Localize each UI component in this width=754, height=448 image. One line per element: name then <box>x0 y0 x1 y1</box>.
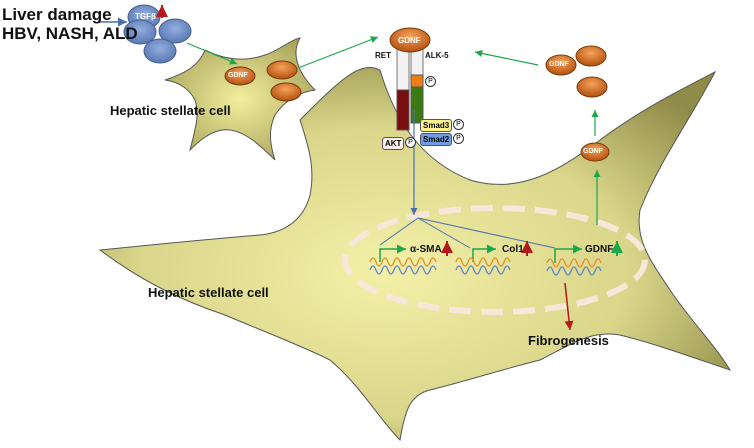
tgfb-label: TGFβ <box>135 12 156 21</box>
ret-receptor <box>396 44 410 131</box>
gene-col1-label: Col1 <box>502 244 524 255</box>
smad3-box: Smad3 <box>420 119 453 132</box>
small-cell-gdnf <box>224 60 302 102</box>
alk5-label: ALK-5 <box>425 51 449 60</box>
cluster-gdnf-label: GDNF <box>549 61 569 68</box>
secreted-gdnf-label: GDNF <box>583 148 603 155</box>
fibrogenesis-arrow <box>564 282 574 331</box>
cell-to-receptor-arrow <box>297 36 379 69</box>
col1-promoter-arrow <box>472 244 496 262</box>
smad3-phospho: P <box>453 119 464 130</box>
large-hepatic-stellate-cell <box>98 66 732 442</box>
causes-label: HBV, NASH, ALD <box>2 24 138 43</box>
ret-label: RET <box>375 51 391 60</box>
dna-col1 <box>455 257 511 275</box>
branch-col1 <box>417 217 471 249</box>
branch-asma <box>379 217 419 246</box>
small-hsc-label: Hepatic stellate cell <box>110 103 231 118</box>
dna-gdnf <box>546 258 602 276</box>
alk5-receptor <box>410 44 424 124</box>
liver-damage-label: Liver damage <box>2 5 112 24</box>
receptor-gdnf-ligand <box>389 27 431 53</box>
asma-promoter-arrow <box>379 244 406 262</box>
gdnf-promoter-arrow <box>554 244 582 263</box>
smad2-phospho: P <box>453 133 464 144</box>
akt-phospho: P <box>405 137 416 148</box>
small-cell-gdnf-label: GDNF <box>228 72 248 79</box>
tgfb-cluster <box>123 4 192 64</box>
receptor-gdnf-label: GDNF <box>398 36 421 45</box>
gdnf-cluster <box>545 45 608 98</box>
alk5-phospho: P <box>425 76 436 87</box>
secreted-gdnf <box>580 142 610 162</box>
tgfb-to-cell-arrow <box>186 42 238 65</box>
smad2-box: Smad2 <box>420 133 453 146</box>
fibrogenesis-label: Fibrogenesis <box>528 333 609 348</box>
gene-gdnf-label: GDNF <box>585 244 614 255</box>
cluster-to-receptor-arrow <box>474 49 539 66</box>
nucleus-outline <box>342 205 648 315</box>
large-hsc-label: Hepatic stellate cell <box>148 285 269 300</box>
gene-asma-label: α-SMA <box>410 244 442 255</box>
akt-box: AKT <box>382 137 405 150</box>
dna-asma <box>369 257 437 275</box>
